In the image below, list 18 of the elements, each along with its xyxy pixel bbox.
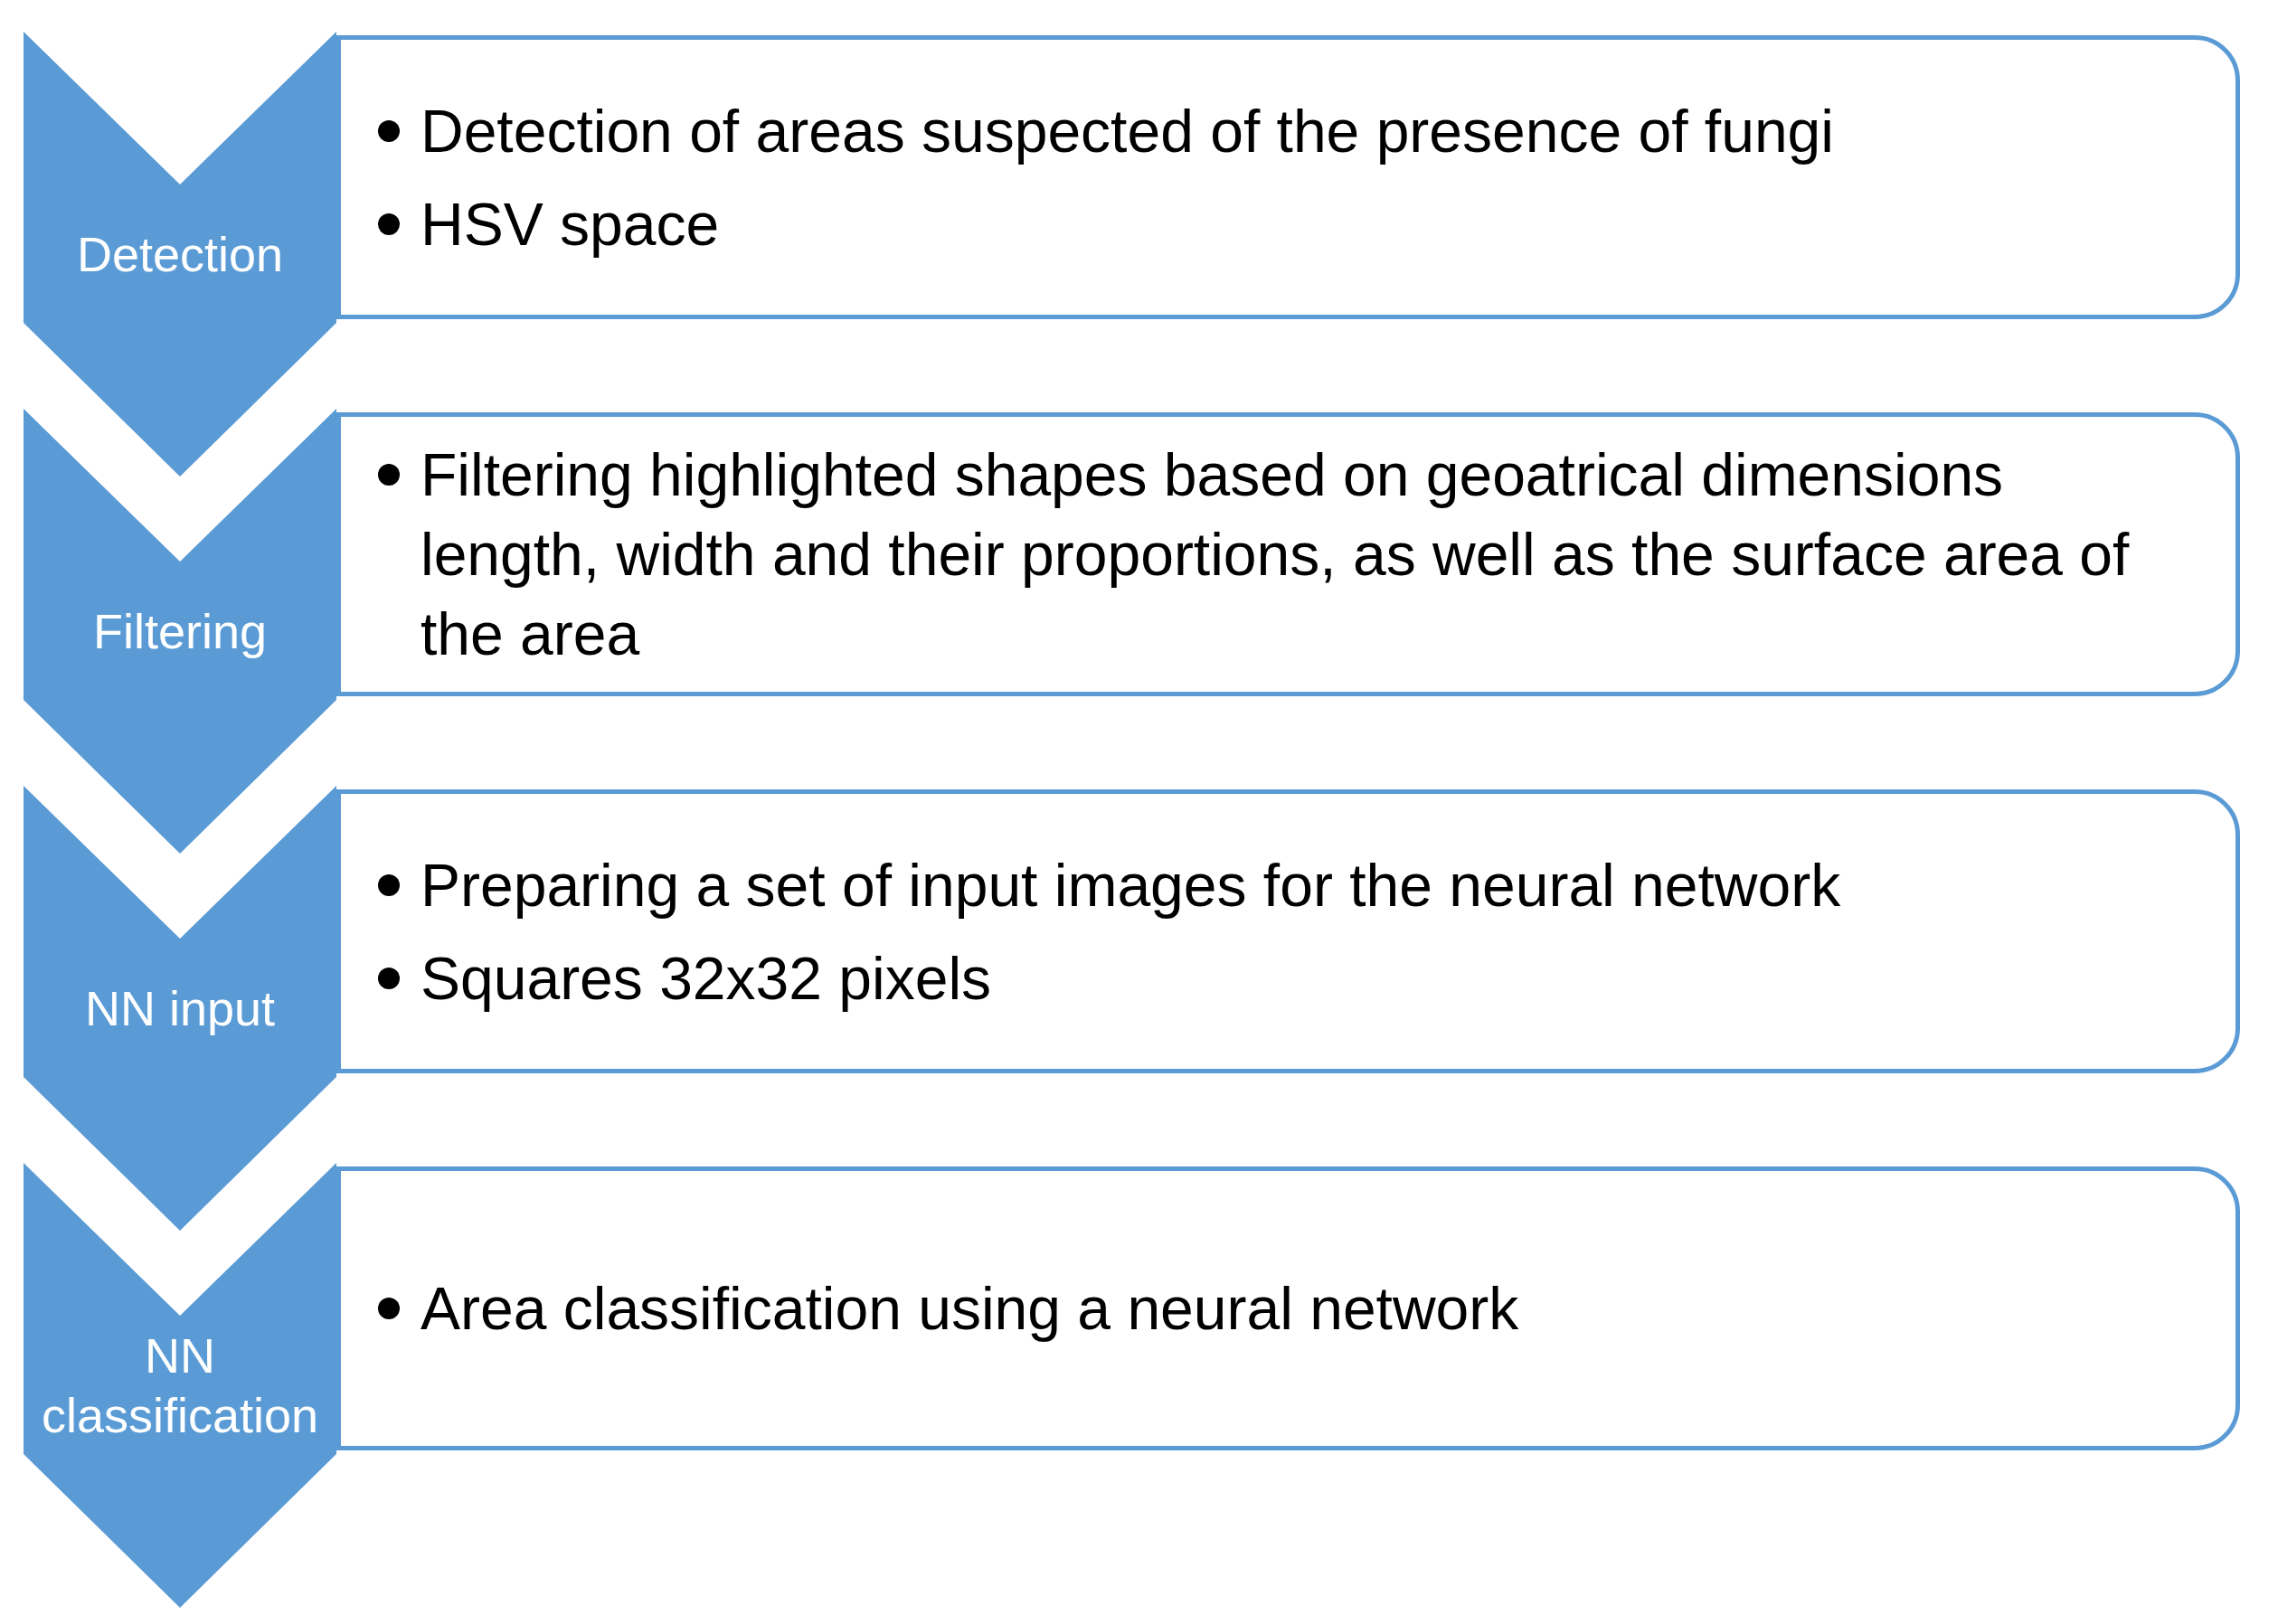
chevron-step — [24, 32, 336, 477]
text-panel — [336, 1166, 2240, 1450]
text-panel — [336, 35, 2240, 319]
step-label: Detection — [76, 225, 284, 283]
step-description: Area classification using a neural network — [421, 1274, 1520, 1344]
chevron-step — [24, 786, 336, 1231]
step-label: NN classification — [40, 1327, 320, 1444]
step-description: Filtering highlighted shapes based on geoatrical dimensions length, width and their proportions, as well as the surface area of the area — [421, 440, 2131, 669]
text-panel — [336, 789, 2240, 1073]
step-description: Preparing a set of input images for the neural network — [421, 850, 1842, 921]
step-description: Detection of areas suspected of the presence of fungi — [421, 96, 1835, 166]
chevron-step — [24, 1163, 336, 1608]
step-description: Squares 32x32 pixels — [421, 943, 993, 1014]
step-label: Filtering — [92, 602, 268, 660]
step-label: NN input — [84, 979, 276, 1037]
step-description: HSV space — [421, 189, 721, 260]
text-panel — [336, 412, 2240, 696]
chevron-step — [24, 409, 336, 854]
